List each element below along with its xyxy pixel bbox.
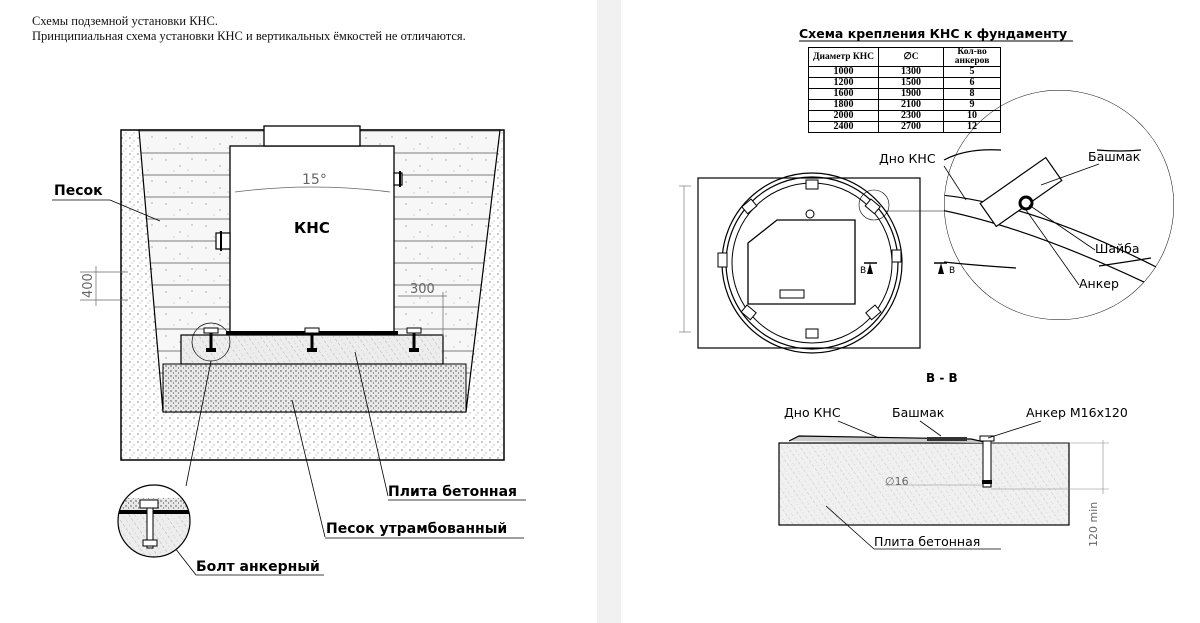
section-label-anchor: Анкер М16х120 [1026, 405, 1128, 420]
svg-text:В: В [860, 266, 866, 276]
page-subheading: Принципиальная схема установки КНС и вер… [32, 29, 466, 43]
inlet-pipe [215, 232, 231, 250]
table-cell: 1300 [878, 66, 945, 78]
table-cell: 5 [943, 66, 1002, 78]
svg-text:В: В [949, 266, 955, 276]
table-cell: 8 [943, 88, 1002, 100]
compacted-sand-layer [162, 363, 467, 413]
plan-shoes [717, 179, 902, 339]
dim-300: 300 [398, 282, 447, 336]
section-label-slab: Плита бетонная [874, 534, 980, 549]
depth-label: 120 min [1087, 502, 1100, 547]
table-cell: 2000 [807, 110, 880, 122]
right-page: Схема крепления КНС к фундаменту В В [621, 0, 1200, 623]
mounting-title: Схема крепления КНС к фундаменту [799, 26, 1067, 41]
table-cell: 10 [943, 110, 1002, 122]
label-anchor: Анкер [1079, 276, 1119, 291]
installation-diagram: 15° КНС 400 300 Песок Плита бетонная [52, 125, 526, 576]
tank-neck [263, 125, 361, 147]
section-label-bottom: Дно КНС [784, 405, 841, 420]
table-cell: 12 [943, 121, 1002, 133]
table-cell: 1200 [807, 77, 880, 89]
table-cell: 2100 [878, 99, 945, 111]
label-anchor-bolt: Болт анкерный [196, 559, 320, 575]
anchor-bolts [203, 327, 422, 352]
table-cell: 1000 [807, 66, 880, 78]
table-cell: 1900 [878, 88, 945, 100]
page-heading: Схемы подземной установки КНС. [32, 14, 219, 28]
tank-label: КНС [294, 219, 330, 237]
table-cell: 6 [943, 77, 1002, 89]
dim-400: 400 [80, 266, 128, 306]
zoom-detail [944, 145, 1174, 301]
table-header: ∅С [878, 47, 945, 67]
table-header-row: Диаметр КНС ∅С Кол-во анкеров [807, 47, 1002, 67]
table-cell: 2400 [807, 121, 880, 133]
svg-text:300: 300 [410, 282, 435, 297]
label-compacted-sand: Песок утрамбованный [326, 521, 507, 537]
page-gap [597, 0, 621, 623]
plan-manhole [747, 219, 856, 305]
mounting-diagram: Схема крепления КНС к фундаменту В В [679, 26, 1174, 550]
table-cell: 2300 [878, 110, 945, 122]
svg-text:400: 400 [81, 273, 96, 298]
left-page: Схемы подземной установки КНС. Принципиа… [0, 0, 597, 623]
section-title: В - В [926, 371, 958, 385]
table-cell: 9 [943, 99, 1002, 111]
label-shoe: Башмак [1088, 149, 1141, 164]
svg-text:∅16: ∅16 [885, 475, 909, 488]
angle-arc [234, 186, 391, 193]
table-cell: 1800 [807, 99, 880, 111]
table-cell: 2700 [878, 121, 945, 133]
kns-tank [229, 145, 395, 335]
anchor-detail [118, 485, 190, 557]
outlet-pipe [393, 172, 403, 186]
section-slab [778, 442, 1070, 526]
label-washer: Шайба [1095, 241, 1140, 256]
section-label-shoe: Башмак [892, 405, 945, 420]
table-cell: 1500 [878, 77, 945, 89]
label-kns-bottom: Дно КНС [879, 151, 936, 166]
table-cell: 1600 [807, 88, 880, 100]
label-concrete-slab: Плита бетонная [388, 484, 517, 500]
angle-label: 15° [302, 172, 327, 188]
label-sand: Песок [54, 183, 103, 199]
table-header: Кол-во анкеров [943, 47, 1002, 67]
table-header: Диаметр КНС [807, 47, 880, 67]
